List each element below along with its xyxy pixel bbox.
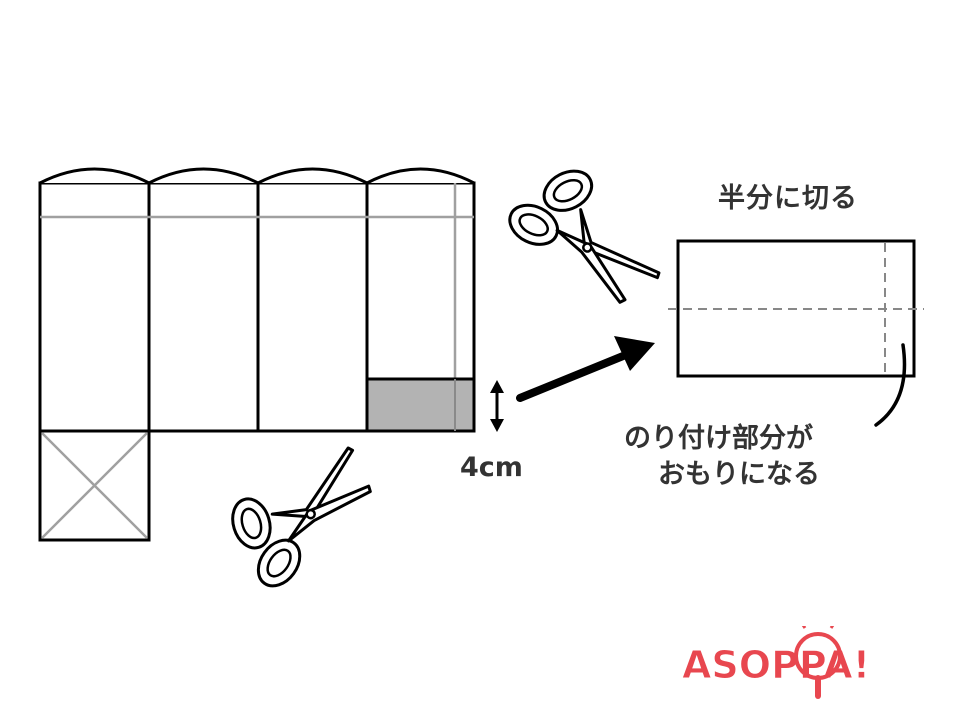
result-rectangle <box>668 239 924 378</box>
top-flap <box>257 167 368 185</box>
glue-note-line2: おもりになる <box>658 459 820 490</box>
scissors-icon <box>508 169 661 304</box>
scissors-icon <box>231 446 372 588</box>
top-flap <box>366 167 475 185</box>
callout-pointer <box>874 343 907 427</box>
top-flap <box>148 167 259 185</box>
logo-text: ASOPPA! <box>682 643 870 687</box>
measurement-label: 4cm <box>460 452 523 483</box>
carton-net <box>38 167 476 542</box>
shaded-glue-strip <box>365 377 476 433</box>
measure-arrow <box>490 380 504 432</box>
glue-note-line1: のり付け部分が <box>624 423 813 454</box>
fold-line <box>41 432 148 539</box>
cut-in-half-label: 半分に切る <box>718 183 858 214</box>
top-flap <box>39 167 150 185</box>
asoppa-logo: ASOPPA! <box>682 626 871 699</box>
direction-arrow <box>516 336 655 402</box>
